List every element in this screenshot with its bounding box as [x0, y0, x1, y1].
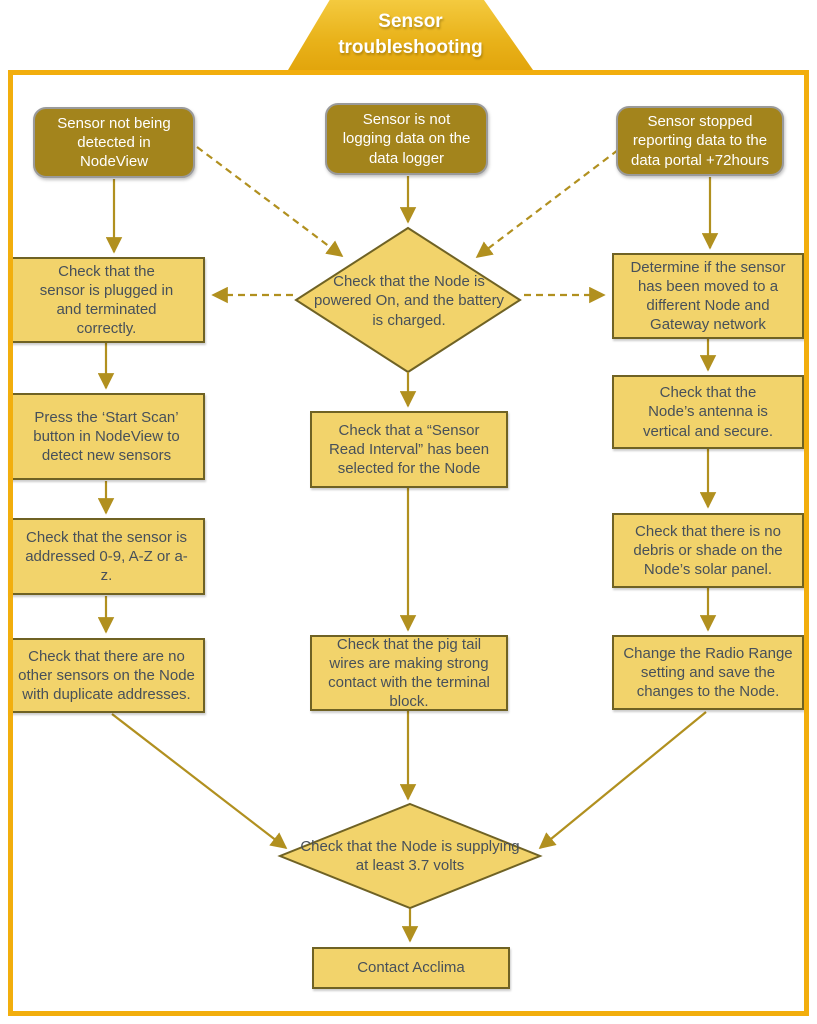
node-decision-power: Check that the Node is powered On, and t…	[313, 273, 505, 329]
node-left-2: Press the ‘Start Scan’ button in NodeVie…	[8, 393, 205, 480]
decision-volts-diamond	[277, 802, 543, 910]
node-contact-acclima: Contact Acclima	[312, 947, 510, 989]
node-right-1: Determine if the sensor has been moved t…	[612, 253, 804, 339]
node-decision-volts: Check that the Node is supplying at leas…	[300, 837, 520, 874]
node-right-2: Check that the Node’s antenna is vertica…	[612, 375, 804, 449]
node-left-1: Check that the sensor is plugged in and …	[8, 257, 205, 343]
node-left-3: Check that the sensor is addressed 0-9, …	[8, 518, 205, 595]
node-left-4: Check that there are no other sensors on…	[8, 638, 205, 713]
node-start-left: Sensor not being detected in NodeView	[33, 107, 195, 178]
node-middle-2: Check that the pig tail wires are making…	[310, 635, 508, 711]
node-middle-1: Check that a “Sensor Read Interval” has …	[310, 411, 508, 488]
node-right-3: Check that there is no debris or shade o…	[612, 513, 804, 588]
dashed-arrows	[196, 146, 619, 304]
page-title: Sensor troubleshooting	[288, 0, 533, 70]
node-right-4: Change the Radio Range setting and save …	[612, 635, 804, 710]
node-start-middle: Sensor is not logging data on the data l…	[325, 103, 488, 175]
solid-arrows	[97, 176, 719, 943]
node-start-right: Sensor stopped reporting data to the dat…	[616, 106, 784, 176]
